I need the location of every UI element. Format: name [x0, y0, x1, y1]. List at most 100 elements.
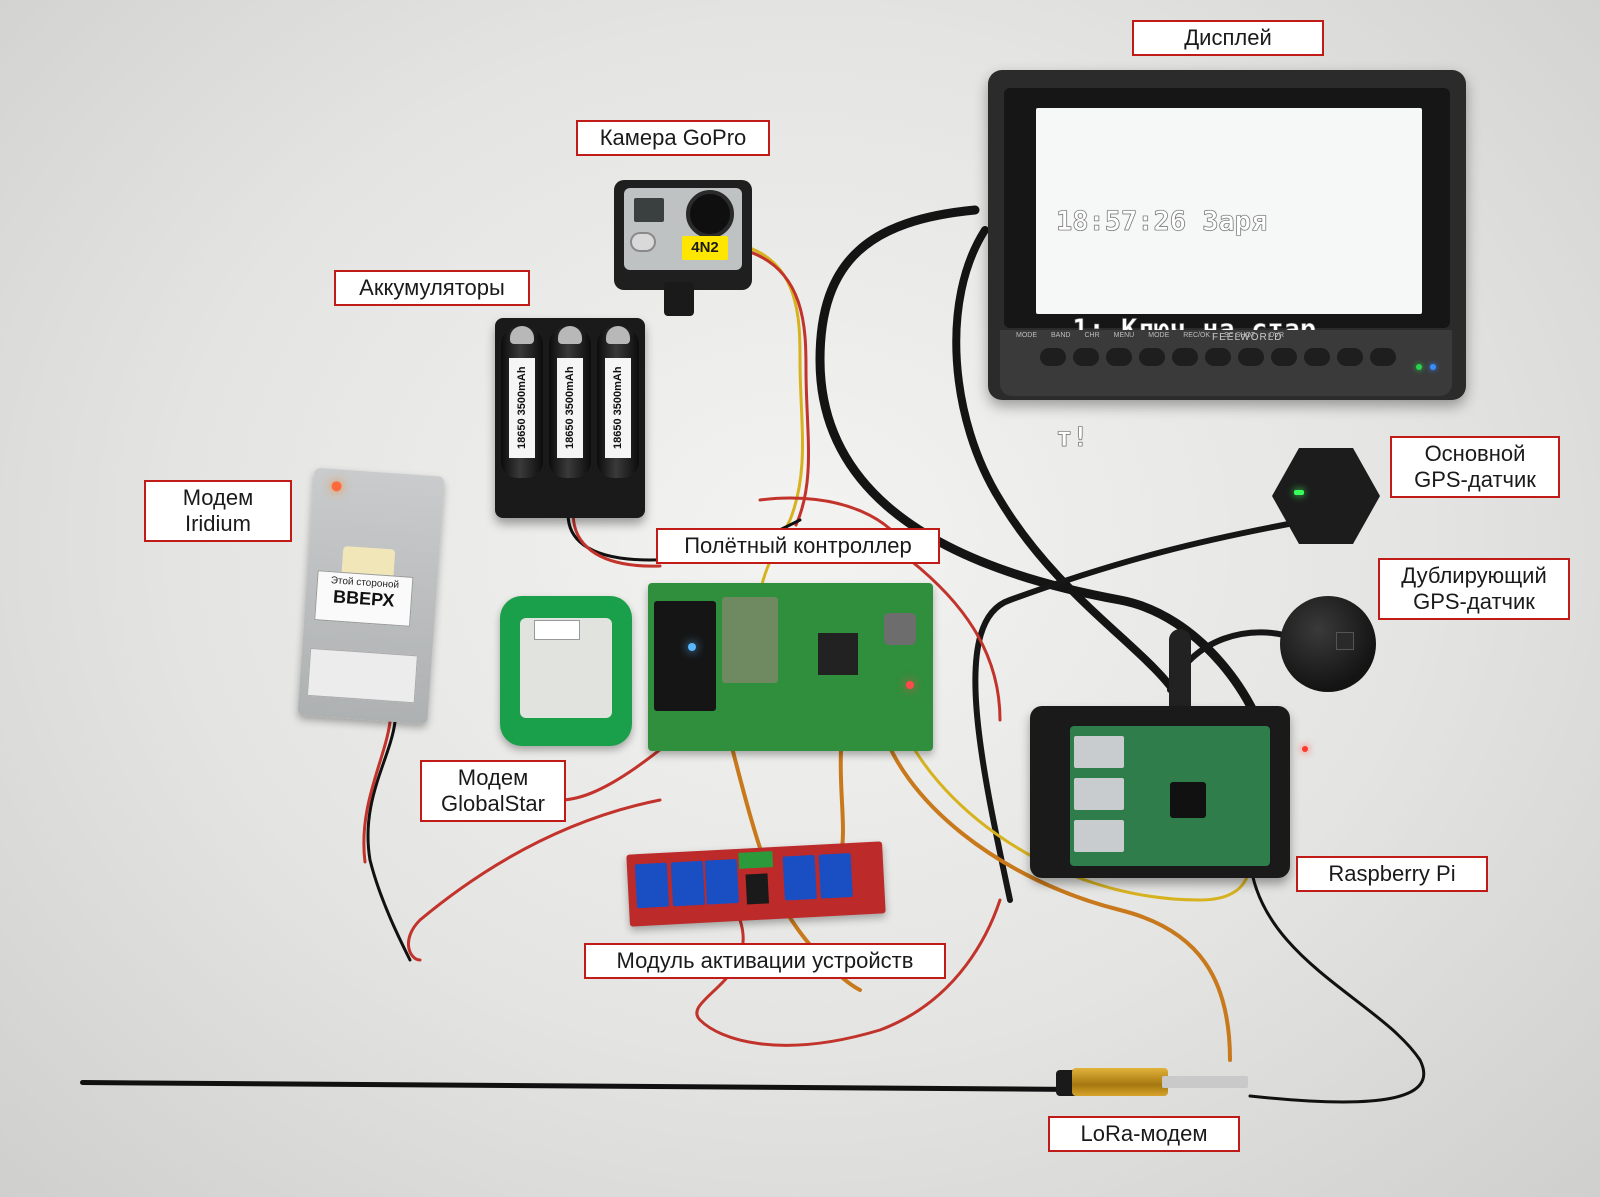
- label-gopro-text: Камера GoPro: [599, 125, 747, 150]
- fc-red-led: [906, 681, 914, 689]
- screen-line-3: т!: [1056, 422, 1089, 454]
- gopro-lcd: [634, 198, 664, 222]
- display-button: [1205, 348, 1231, 366]
- screen-line-1: 18:57:26 Заря: [1056, 206, 1268, 238]
- bezel-label: DVR: [1269, 332, 1284, 339]
- lora-modem-board: [1162, 1076, 1248, 1088]
- label-activation-module-text: Модуль активации устройств: [616, 948, 914, 973]
- usb-port: [1074, 736, 1124, 768]
- relay: [704, 858, 739, 905]
- raspberry-pi-case: [1030, 706, 1308, 878]
- terminal-block: [738, 851, 774, 869]
- display-button: [1106, 348, 1132, 366]
- fc-chip: [818, 633, 858, 675]
- bezel-label: CHR: [1084, 332, 1100, 339]
- bezel-label: MODE: [1016, 332, 1037, 339]
- gopro-lens: [686, 190, 734, 238]
- label-flight-controller: Полётный контроллер: [656, 528, 940, 564]
- iridium-modem: Этой стороной ВВЕРХ: [297, 467, 445, 725]
- display-button: [1040, 348, 1066, 366]
- label-display-text: Дисплей: [1184, 25, 1272, 50]
- display-button: [1172, 348, 1198, 366]
- display-button-bar: FEELWORLD MODE BAND CHR MENU MODE REC/OK…: [1000, 330, 1452, 396]
- gopro-mount: [664, 282, 694, 316]
- globalstar-sticker: [534, 620, 580, 640]
- display-blue-led: [1430, 364, 1436, 370]
- label-batteries-text: Аккумуляторы: [359, 275, 505, 300]
- bezel-label: MODE: [1148, 332, 1170, 339]
- raspberry-pi-led: [1302, 746, 1308, 752]
- raspberry-pi-board: [1070, 726, 1308, 866]
- relay: [670, 860, 706, 907]
- main-gps-led: [1294, 490, 1304, 495]
- gopro-sticker: 4N2: [682, 236, 728, 260]
- battery-cell-label: 18650 3500mAh: [557, 358, 583, 458]
- label-lora: LoRa-модем: [1048, 1116, 1240, 1152]
- label-iridium: Модем Iridium: [144, 480, 292, 542]
- display-green-led: [1416, 364, 1422, 370]
- label-backup-gps-line2: GPS-датчик: [1413, 589, 1535, 614]
- relay-module: [626, 841, 886, 927]
- flight-controller-board: [648, 583, 933, 751]
- usb-port: [1074, 820, 1124, 852]
- fc-module: [722, 597, 778, 683]
- relay: [818, 853, 853, 899]
- relay-chip: [745, 873, 770, 905]
- globalstar-modem: [500, 596, 632, 746]
- label-lora-text: LoRa-модем: [1080, 1121, 1208, 1146]
- label-activation-module: Модуль активации устройств: [584, 943, 946, 979]
- battery-cell-label: 18650 3500mAh: [605, 358, 631, 458]
- main-gps-sensor: [1272, 448, 1380, 544]
- display-button: [1271, 348, 1297, 366]
- display-button: [1304, 348, 1330, 366]
- display-button: [1370, 348, 1396, 366]
- relay: [634, 862, 670, 909]
- label-backup-gps-line1: Дублирующий: [1401, 563, 1547, 588]
- gopro-button: [630, 232, 656, 252]
- display-screen: 18:57:26 Заря 1: Ключ на стар т!: [1036, 108, 1422, 453]
- usb-port: [1074, 778, 1124, 810]
- label-main-gps-line1: Основной: [1424, 441, 1526, 466]
- label-globalstar: Модем GlobalStar: [420, 760, 566, 822]
- heatsink: [1170, 782, 1206, 818]
- iridium-led: [331, 480, 342, 492]
- label-main-gps: Основной GPS-датчик: [1390, 436, 1560, 498]
- battery-pack: 18650 3500mAh 18650 3500mAh 18650 3500mA…: [495, 318, 645, 518]
- display-button-labels: MODE BAND CHR MENU MODE REC/OK SC SHOT D…: [1016, 332, 1284, 339]
- display-buttons: [1040, 348, 1396, 366]
- battery-cell: 18650 3500mAh: [501, 326, 543, 478]
- bezel-label: MENU: [1113, 332, 1135, 339]
- label-iridium-line1: Модем: [182, 485, 254, 510]
- label-flight-controller-text: Полётный контроллер: [684, 533, 912, 558]
- label-display: Дисплей: [1132, 20, 1324, 56]
- label-main-gps-line2: GPS-датчик: [1414, 467, 1536, 492]
- label-batteries: Аккумуляторы: [334, 270, 530, 306]
- battery-cell: 18650 3500mAh: [597, 326, 639, 478]
- fc-blue-led: [688, 643, 696, 651]
- display-button: [1238, 348, 1264, 366]
- display-button: [1139, 348, 1165, 366]
- relay: [782, 854, 817, 901]
- label-raspberry-pi: Raspberry Pi: [1296, 856, 1488, 892]
- label-globalstar-line2: GlobalStar: [441, 791, 545, 816]
- backup-gps-marker: [1336, 632, 1354, 650]
- fc-inductor: [884, 613, 916, 645]
- display-brand: FEELWORLD: [1212, 332, 1283, 343]
- display-button: [1337, 348, 1363, 366]
- battery-cell: 18650 3500mAh: [549, 326, 591, 478]
- iridium-orientation-sticker: Этой стороной ВВЕРХ: [314, 570, 414, 627]
- fc-module: [654, 601, 716, 711]
- bezel-label: SC SHOT: [1224, 332, 1256, 339]
- bezel-label: BAND: [1051, 332, 1071, 339]
- backup-gps-sensor: [1280, 596, 1376, 692]
- label-globalstar-line1: Модем: [457, 765, 529, 790]
- battery-cell-label: 18650 3500mAh: [509, 358, 535, 458]
- label-raspberry-pi-text: Raspberry Pi: [1328, 861, 1456, 886]
- label-gopro: Камера GoPro: [576, 120, 770, 156]
- label-backup-gps: Дублирующий GPS-датчик: [1378, 558, 1570, 620]
- bezel-label: REC/OK: [1183, 332, 1211, 339]
- iridium-pinout-label: [306, 647, 418, 704]
- display-button: [1073, 348, 1099, 366]
